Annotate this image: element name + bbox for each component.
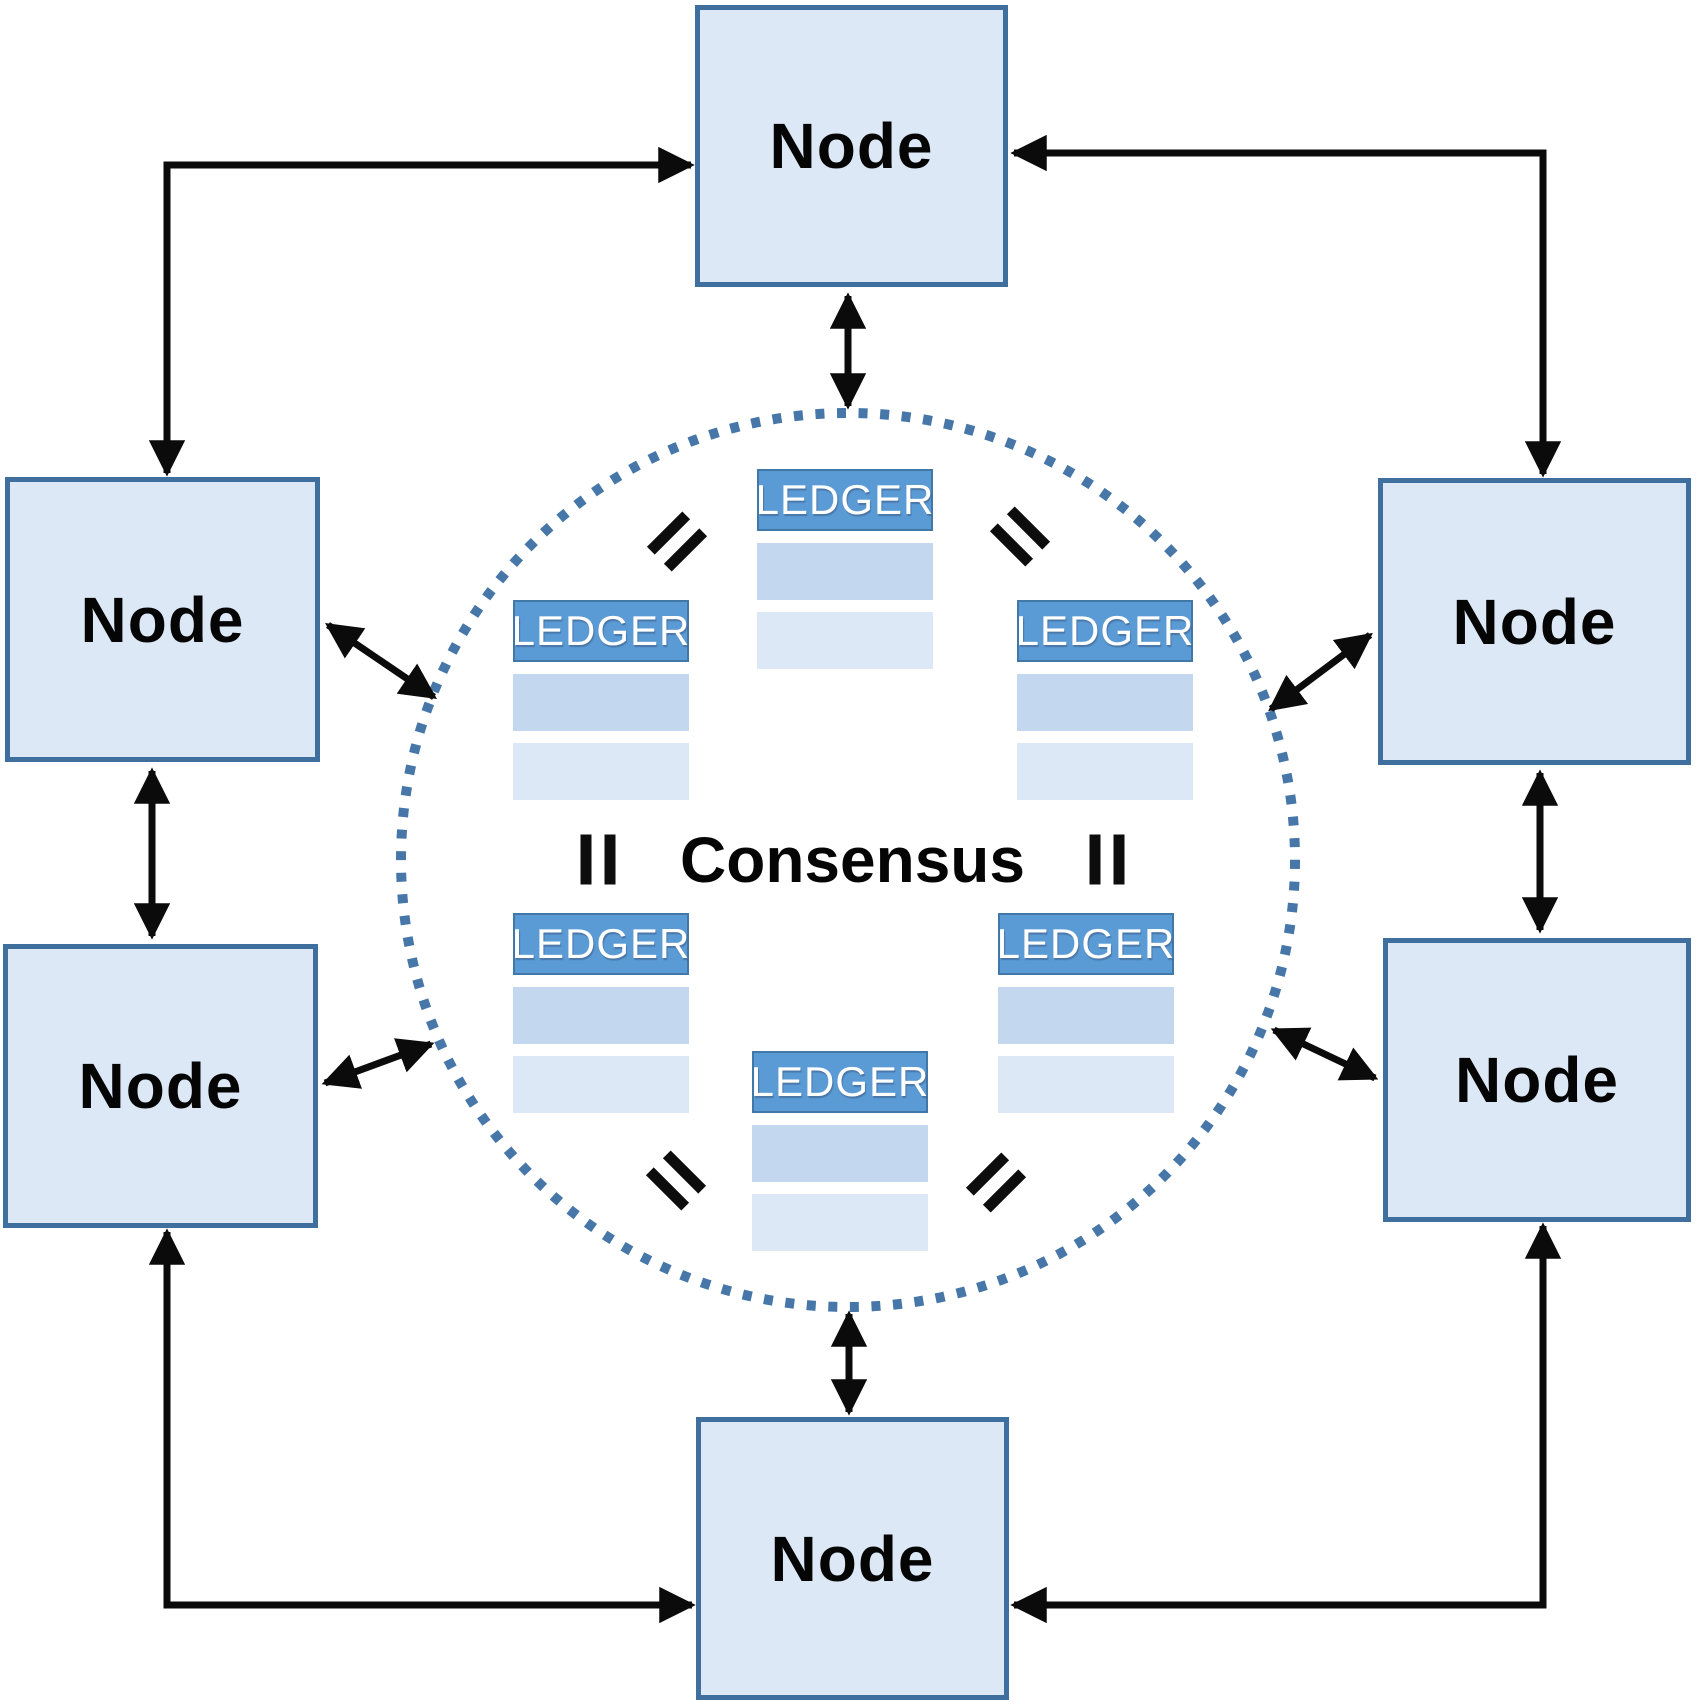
ledger-label: LEDGER: [511, 920, 691, 967]
ledger-table-top-center: LEDGER: [755, 469, 935, 669]
ledger-label: LEDGER: [1015, 607, 1195, 654]
ledger-row-1: [752, 1125, 928, 1182]
ledger-label: LEDGER: [511, 607, 691, 654]
equals-icon: [580, 834, 616, 885]
consensus-label: Consensus: [680, 824, 1025, 896]
ledger-table-lower-right: LEDGER: [996, 913, 1176, 1113]
node-box-top: Node: [695, 5, 1008, 287]
ledger-row-2: [1017, 743, 1193, 800]
arrow-right-lower-node-circle: [1270, 1026, 1379, 1082]
arrow-elbow-right-lower-bottom: [1010, 1222, 1562, 1624]
ledger-row-2: [757, 612, 933, 669]
arrow-left-upper-node-circle: [324, 622, 438, 700]
arrow-elbow-right-upper-top: [1010, 134, 1562, 478]
ledger-row-1: [757, 543, 933, 600]
ledger-header: LEDGER: [511, 600, 691, 662]
ledger-table-lower-left: LEDGER: [511, 913, 691, 1113]
ledger-row-2: [752, 1194, 928, 1251]
node-box-right-upper: Node: [1378, 478, 1691, 765]
ledger-row-1: [513, 674, 689, 731]
ledger-label: LEDGER: [996, 920, 1176, 967]
ledger-row-2: [513, 743, 689, 800]
ledger-header: LEDGER: [1015, 600, 1195, 662]
arrow-left-lower-node-circle: [321, 1038, 435, 1089]
node-box-left-lower: Node: [3, 944, 318, 1228]
ledger-row-1: [513, 987, 689, 1044]
equals-icon: [645, 1150, 707, 1211]
ledger-header: LEDGER: [511, 913, 691, 975]
ledger-row-2: [998, 1056, 1174, 1113]
ledger-table-mid-right: LEDGER: [1015, 600, 1195, 800]
equals-icon: [646, 511, 708, 572]
ledger-table-bottom-center: LEDGER: [750, 1051, 930, 1251]
ledger-header: LEDGER: [996, 913, 1176, 975]
ledger-table-mid-left: LEDGER: [511, 600, 691, 800]
ledger-row-1: [998, 987, 1174, 1044]
ledger-label: LEDGER: [755, 476, 935, 523]
node-box-bottom: Node: [696, 1417, 1009, 1700]
arrow-right-upper-node-circle: [1268, 632, 1373, 712]
ledger-label: LEDGER: [750, 1058, 930, 1105]
ledger-row-2: [513, 1056, 689, 1113]
equals-icon: [989, 506, 1051, 567]
arrow-elbow-left-upper-top: [148, 146, 695, 477]
ledger-header: LEDGER: [755, 469, 935, 531]
node-box-right-lower: Node: [1383, 938, 1691, 1222]
node-label: Node: [770, 1522, 935, 1595]
node-label: Node: [78, 1050, 243, 1122]
node-label: Node: [80, 583, 245, 656]
ledger-header: LEDGER: [750, 1051, 930, 1113]
arrow-elbow-left-lower-bottom: [148, 1228, 696, 1624]
node-label: Node: [1452, 585, 1617, 658]
node-label: Node: [769, 110, 934, 182]
equals-icon: [965, 1152, 1027, 1213]
ledger-row-1: [1017, 674, 1193, 731]
node-label: Node: [1455, 1044, 1619, 1116]
equals-icon: [1089, 834, 1125, 885]
node-box-left-upper: Node: [5, 477, 320, 762]
